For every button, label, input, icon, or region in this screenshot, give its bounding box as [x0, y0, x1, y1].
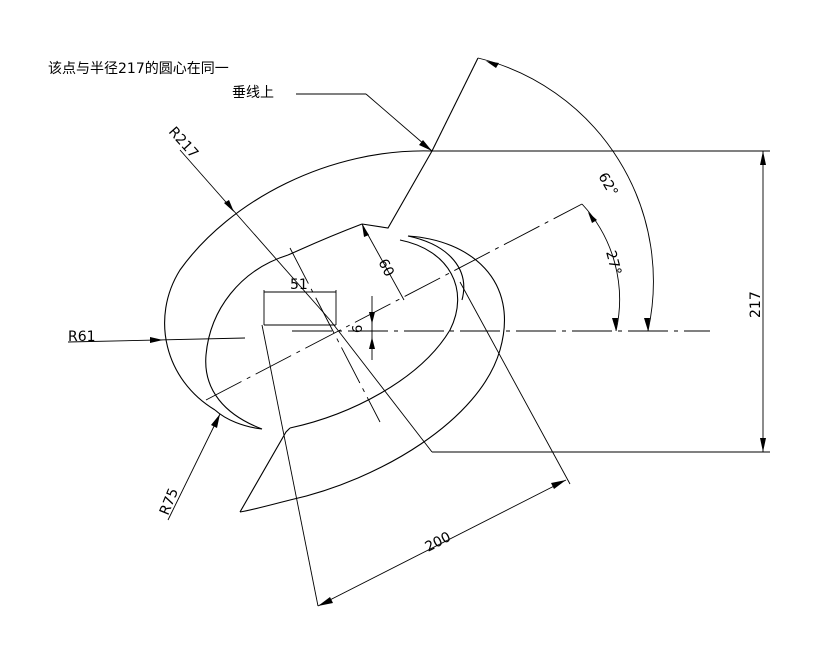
- annotation-text: 该点与半径217的圆心在同一 垂线上: [48, 61, 274, 101]
- label-62-deg: 62°: [595, 170, 621, 200]
- annotation-line2: 垂线上: [232, 85, 274, 101]
- arrow-r61: [150, 337, 163, 343]
- annotation-line1: 该点与半径217的圆心在同一: [48, 61, 229, 77]
- ext-200-right: [459, 281, 571, 485]
- dim-60-line: [361, 223, 405, 301]
- label-r217: R217: [165, 124, 201, 162]
- arrow-217-top: [760, 151, 766, 165]
- outer-arc-left-hook: [214, 409, 263, 430]
- label-60: 60: [374, 256, 396, 279]
- center-lines: [205, 203, 710, 423]
- leader-annotation-d: [365, 93, 433, 152]
- right-crescent-inner: [407, 235, 465, 301]
- arrow-62-top: [486, 61, 499, 68]
- right-crescent-outer: [239, 235, 505, 513]
- outer-profile: [164, 57, 505, 513]
- arrow-200-left: [318, 597, 333, 606]
- dim-200-line: [317, 479, 567, 607]
- leader-r75: [167, 413, 221, 521]
- ext-200-left: [261, 324, 319, 607]
- arrow-r217: [224, 200, 234, 212]
- arc-62: [477, 57, 654, 332]
- label-51: 51: [290, 277, 308, 293]
- outer-arc-upper: [164, 150, 433, 411]
- perpendicular-center-line: [289, 247, 381, 423]
- arrow-60-top: [362, 224, 369, 237]
- label-200: 200: [423, 529, 454, 555]
- arrow-6-top: [369, 312, 375, 324]
- label-r75: R75: [157, 486, 182, 518]
- bottom-inner-arc: [289, 239, 459, 429]
- arrow-217-bottom: [760, 438, 766, 452]
- arrow-62-bottom: [644, 318, 650, 331]
- arrow-27-top: [588, 212, 597, 223]
- dimension-geometry: [67, 57, 770, 607]
- label-27-deg: 27°: [602, 249, 624, 277]
- top-notch-inner: [361, 150, 433, 229]
- arrow-6-bottom: [369, 337, 375, 349]
- label-r61: R61: [68, 329, 96, 345]
- arrow-annotation: [419, 140, 432, 151]
- arrow-27-bottom: [612, 318, 618, 331]
- label-6: 6: [351, 325, 366, 333]
- inner-slot: [205, 254, 289, 430]
- label-217: 217: [748, 291, 764, 318]
- leader-r217: [179, 149, 331, 321]
- bottom-notch: [239, 427, 291, 513]
- inner-slot-left: [205, 254, 289, 430]
- arrow-r75: [211, 414, 220, 428]
- top-notch: [431, 57, 479, 152]
- ext-217-slant: [329, 319, 433, 453]
- inclined-center-line: [205, 203, 583, 401]
- arrow-200-right: [551, 480, 566, 489]
- inner-slot-arc: [287, 223, 363, 256]
